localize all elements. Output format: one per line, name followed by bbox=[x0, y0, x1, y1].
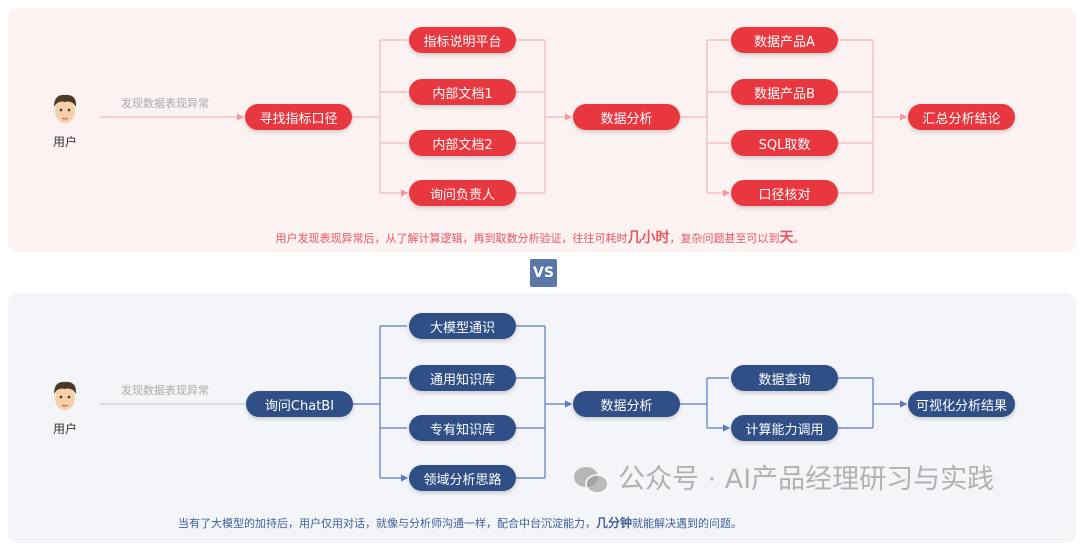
node-top-col2-3: 口径核对 bbox=[731, 180, 838, 206]
caption-emphasis: 天 bbox=[779, 230, 794, 246]
node-bot-col1-2: 专有知识库 bbox=[409, 415, 516, 441]
watermark-text: 公众号 · AI产品经理研习与实践 bbox=[618, 464, 995, 495]
wechat-icon bbox=[574, 467, 609, 494]
node-bot-col2-1: 计算能力调用 bbox=[731, 415, 838, 441]
top-caption: 用户发现表现异常后，从了解计算逻辑，再到取数分析验证，往往可耗时几小时，复杂问题… bbox=[0, 227, 1080, 247]
node-bot-col2-0: 数据查询 bbox=[731, 365, 838, 391]
user-label: 用户 bbox=[52, 422, 77, 436]
manual-process-panel bbox=[8, 8, 1076, 252]
vs-badge: VS bbox=[530, 259, 557, 287]
node-bot-col1-3: 领域分析思路 bbox=[409, 465, 516, 491]
node-bot-end: 可视化分析结果 bbox=[908, 391, 1015, 417]
bottom-caption: 当有了大模型的加持后，用户仅用对话，就像与分析师沟通一样，配合中台沉淀能力，几分… bbox=[0, 514, 1000, 531]
caption-text: ，复杂问题甚至可以到 bbox=[669, 232, 780, 245]
node-bot-col1-1: 通用知识库 bbox=[409, 365, 516, 391]
node-bot-analysis: 数据分析 bbox=[573, 391, 680, 417]
caption-text: 。 bbox=[793, 232, 805, 245]
node-top-col2-0: 数据产品A bbox=[731, 27, 838, 53]
node-find-metric: 寻找指标口径 bbox=[245, 104, 352, 130]
node-top-col1-1: 内部文档1 bbox=[409, 79, 516, 105]
edge-label: 发现数据表现异常 bbox=[121, 97, 209, 110]
caption-text: 就能解决遇到的问题。 bbox=[632, 517, 742, 530]
caption-text: 当有了大模型的加持后，用户仅用对话，就像与分析师沟通一样，配合中台沉淀能力， bbox=[177, 517, 596, 530]
watermark: 公众号 · AI产品经理研习与实践 bbox=[572, 462, 994, 498]
node-top-col2-1: 数据产品B bbox=[731, 79, 838, 105]
node-top-end: 汇总分析结论 bbox=[908, 104, 1015, 130]
caption-emphasis: 几分钟 bbox=[595, 516, 632, 530]
user-avatar-icon bbox=[54, 381, 77, 410]
caption-text: 用户发现表现异常后，从了解计算逻辑，再到取数分析验证，往往可耗时 bbox=[275, 232, 628, 245]
user-avatar-icon bbox=[54, 94, 77, 123]
node-top-col2-2: SQL取数 bbox=[731, 130, 838, 156]
user-actor: 用户 bbox=[35, 92, 95, 150]
node-top-col1-3: 询问负责人 bbox=[409, 180, 516, 206]
node-ask-chatbi: 询问ChatBI bbox=[246, 391, 353, 417]
user-label: 用户 bbox=[52, 135, 77, 149]
node-top-col1-0: 指标说明平台 bbox=[409, 27, 516, 53]
node-top-analysis: 数据分析 bbox=[573, 104, 680, 130]
node-top-col1-2: 内部文档2 bbox=[409, 130, 516, 156]
node-bot-col1-0: 大模型通识 bbox=[409, 313, 516, 339]
edge-label: 发现数据表现异常 bbox=[121, 384, 209, 397]
chatbi-process-panel bbox=[8, 293, 1076, 543]
user-actor: 用户 bbox=[35, 379, 95, 437]
caption-emphasis: 几小时 bbox=[627, 230, 670, 246]
